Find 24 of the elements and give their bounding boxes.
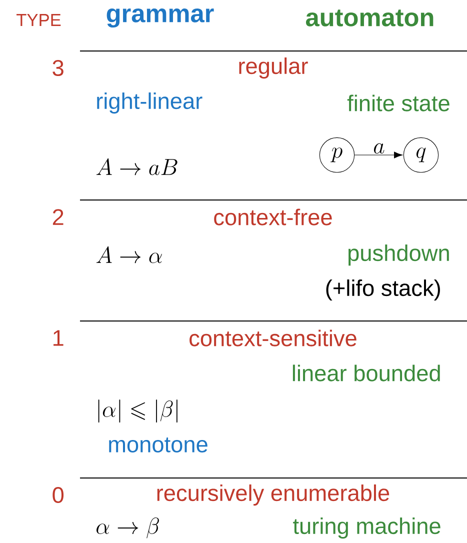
type-number: 3	[52, 60, 64, 76]
class-name: context-free	[214, 208, 332, 226]
rule-formula: $\alpha \to \beta$	[96, 518, 159, 538]
note-text: (+lifo stack)	[326, 279, 440, 301]
class-name: context-sensitive	[190, 330, 356, 346]
arrow	[354, 152, 403, 158]
class-name: regular	[239, 57, 308, 79]
automaton-name: finite state	[347, 94, 450, 112]
grammar-name: monotone	[109, 438, 208, 452]
type-number: 2	[52, 209, 64, 225]
type-number: 1	[54, 330, 64, 346]
rule-formula: $A \to aB$	[96, 158, 178, 176]
rule-formula: $A \to \alpha$	[96, 246, 162, 264]
column-heading: automaton	[306, 10, 434, 26]
automaton-name: turing machine	[293, 517, 440, 539]
column-heading: grammar	[106, 8, 214, 28]
type-number: 0	[52, 486, 64, 504]
grammar-name: right-linear	[97, 92, 202, 114]
class-name: recursively enumerable	[157, 484, 390, 506]
automaton-name: pushdown	[348, 244, 449, 266]
automaton-name: linear bounded	[292, 364, 440, 382]
rule-formula: $|\alpha| \leqslant |\beta|$	[98, 399, 178, 423]
column-heading: TYPE	[16, 14, 61, 26]
edge-label: $a$	[374, 143, 384, 154]
